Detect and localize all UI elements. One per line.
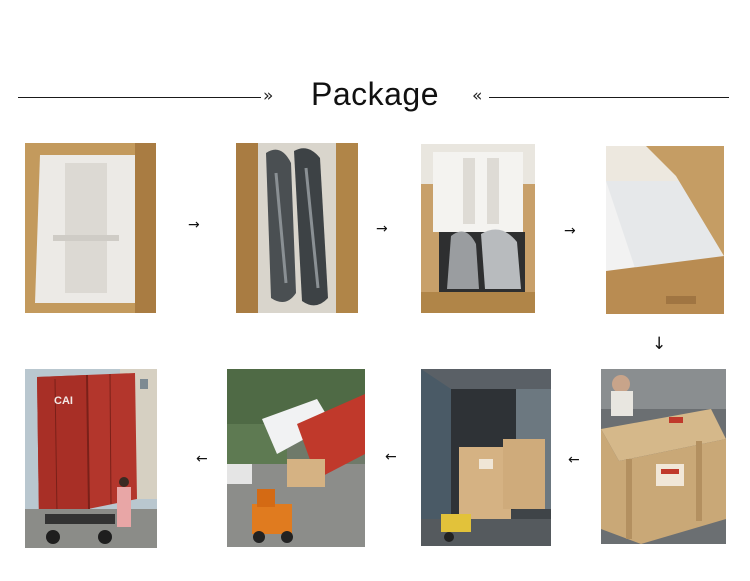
photo-foam-and-foil-bags xyxy=(421,144,535,313)
photo-shipping-container-truck: CAI xyxy=(25,369,157,548)
arrow-left-3: ← xyxy=(196,451,208,467)
photo-foam-insert-in-box xyxy=(25,143,156,313)
container-brand-label: CAI xyxy=(54,395,73,407)
photo-wrapped-parts-in-box xyxy=(236,143,358,313)
arrow-left-2: ← xyxy=(385,449,397,465)
arrow-right-1: → xyxy=(188,217,200,233)
arrow-right-2: → xyxy=(376,221,388,237)
header-right-rule xyxy=(489,97,729,98)
arrow-down: ↓ xyxy=(652,334,667,354)
header-left-chevron: » xyxy=(263,86,274,106)
photo-sealed-carton xyxy=(606,146,724,314)
arrow-left-1: ← xyxy=(568,452,580,468)
photo-forklift-loading xyxy=(227,369,365,547)
page-title: Package xyxy=(310,76,440,112)
header-left-rule xyxy=(18,97,261,98)
photo-crates-in-container xyxy=(421,369,551,546)
header-right-chevron: « xyxy=(472,86,483,106)
arrow-right-3: → xyxy=(564,223,576,239)
photo-wooden-crate xyxy=(601,369,726,544)
